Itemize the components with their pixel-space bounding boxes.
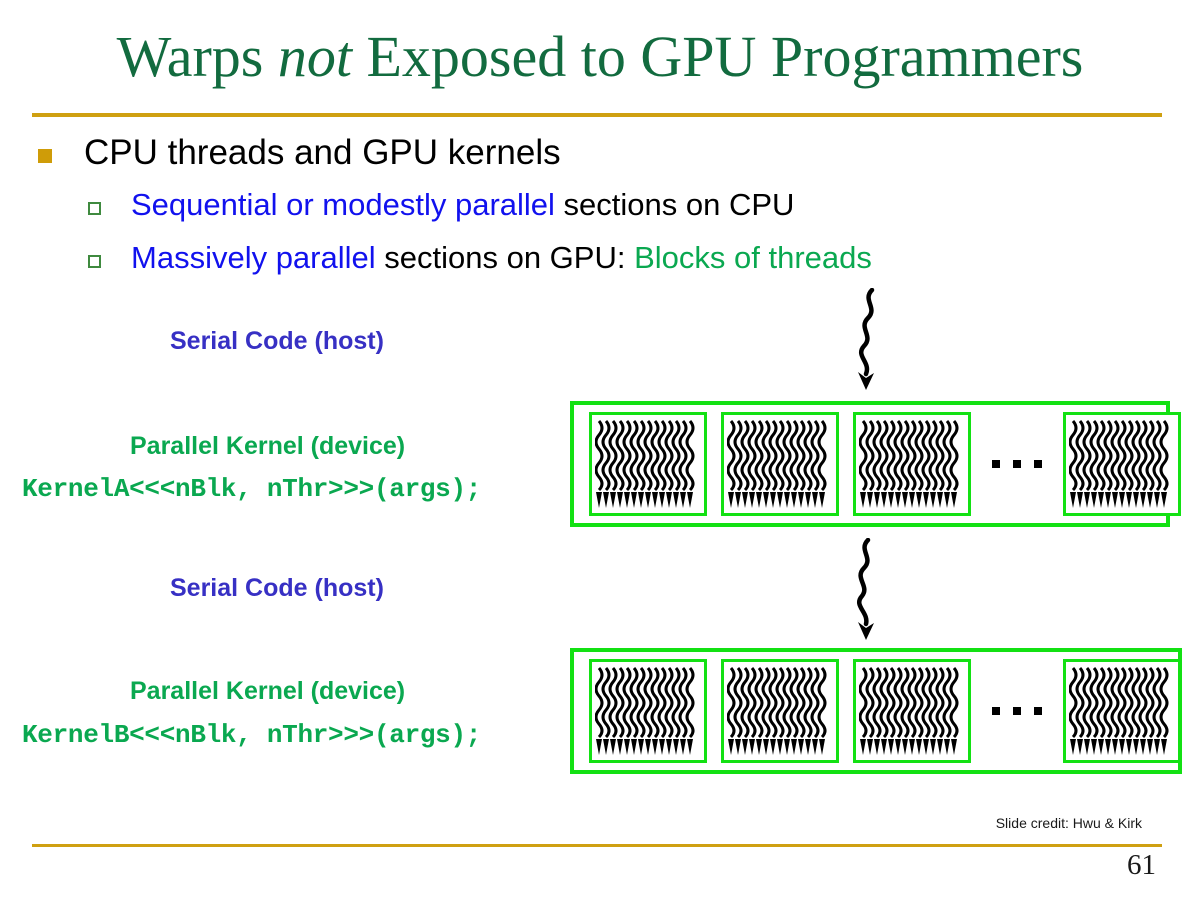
- thread-block-cell: [721, 412, 839, 516]
- thread-block-cell: [589, 659, 707, 763]
- title-divider-rule: [32, 113, 1162, 117]
- blocks-ellipsis: [978, 707, 1056, 715]
- squiggly-arrow-down-icon: [848, 537, 892, 647]
- blocks-ellipsis: [978, 460, 1056, 468]
- footer-divider-rule: [32, 844, 1162, 847]
- serial-code-host-label-2: Serial Code (host): [170, 574, 384, 602]
- bullet-square-icon: [38, 149, 52, 163]
- bullet-level2-sequential: Sequential or modestly parallel sections…: [88, 187, 795, 223]
- bullet-level1-cpu-threads: CPU threads and GPU kernels: [38, 133, 561, 172]
- bullet-rest-1: sections on GPU:: [375, 240, 635, 275]
- kernel-launch-code-1: KernelA<<<nBlk, nThr>>>(args);: [22, 474, 482, 504]
- kernel-launch-code-2: KernelB<<<nBlk, nThr>>>(args);: [22, 720, 482, 750]
- title-text-part1: Warps: [116, 24, 278, 89]
- parallel-kernel-device-label-1: Parallel Kernel (device): [130, 432, 406, 460]
- serial-code-host-label-1: Serial Code (host): [170, 327, 384, 355]
- thread-block-cell: [1063, 412, 1181, 516]
- ellipsis-dot: [992, 460, 1000, 468]
- parallel-kernel-device-label-2: Parallel Kernel (device): [130, 677, 406, 705]
- bullet-level2-label-1: Massively parallel sections on GPU: Bloc…: [131, 240, 872, 276]
- ellipsis-dot: [1034, 460, 1042, 468]
- slide-credit: Slide credit: Hwu & Kirk: [995, 815, 1142, 831]
- thread-block-cell: [589, 412, 707, 516]
- title-emphasis-not: not: [277, 24, 352, 89]
- bullet-level1-label: CPU threads and GPU kernels: [84, 133, 561, 172]
- ellipsis-dot: [1013, 460, 1021, 468]
- bullet-highlight-1: Massively parallel: [131, 240, 376, 275]
- title-text-part2: Exposed to GPU Programmers: [351, 24, 1084, 89]
- ellipsis-dot: [1013, 707, 1021, 715]
- bullet-highlight-0: Sequential or modestly parallel: [131, 187, 555, 222]
- ellipsis-dot: [992, 707, 1000, 715]
- bullet-level2-label-0: Sequential or modestly parallel sections…: [131, 187, 795, 223]
- ellipsis-dot: [1034, 707, 1042, 715]
- thread-block-cell: [853, 659, 971, 763]
- kernel-grid-1: [570, 401, 1181, 527]
- thread-block-cell: [721, 659, 839, 763]
- thread-block-cell: [1063, 659, 1181, 763]
- squiggly-arrow-down-icon: [848, 287, 892, 397]
- bullet-tail-1: Blocks of threads: [634, 240, 872, 275]
- page-title: Warps not Exposed to GPU Programmers: [0, 28, 1200, 86]
- kernel-grid-2: [570, 648, 1182, 774]
- bullet-hollow-square-icon: [88, 255, 101, 268]
- page-number: 61: [1127, 849, 1156, 881]
- bullet-level2-massively-parallel: Massively parallel sections on GPU: Bloc…: [88, 240, 872, 276]
- bullet-rest-0: sections on CPU: [554, 187, 795, 222]
- bullet-hollow-square-icon: [88, 202, 101, 215]
- thread-block-cell: [853, 412, 971, 516]
